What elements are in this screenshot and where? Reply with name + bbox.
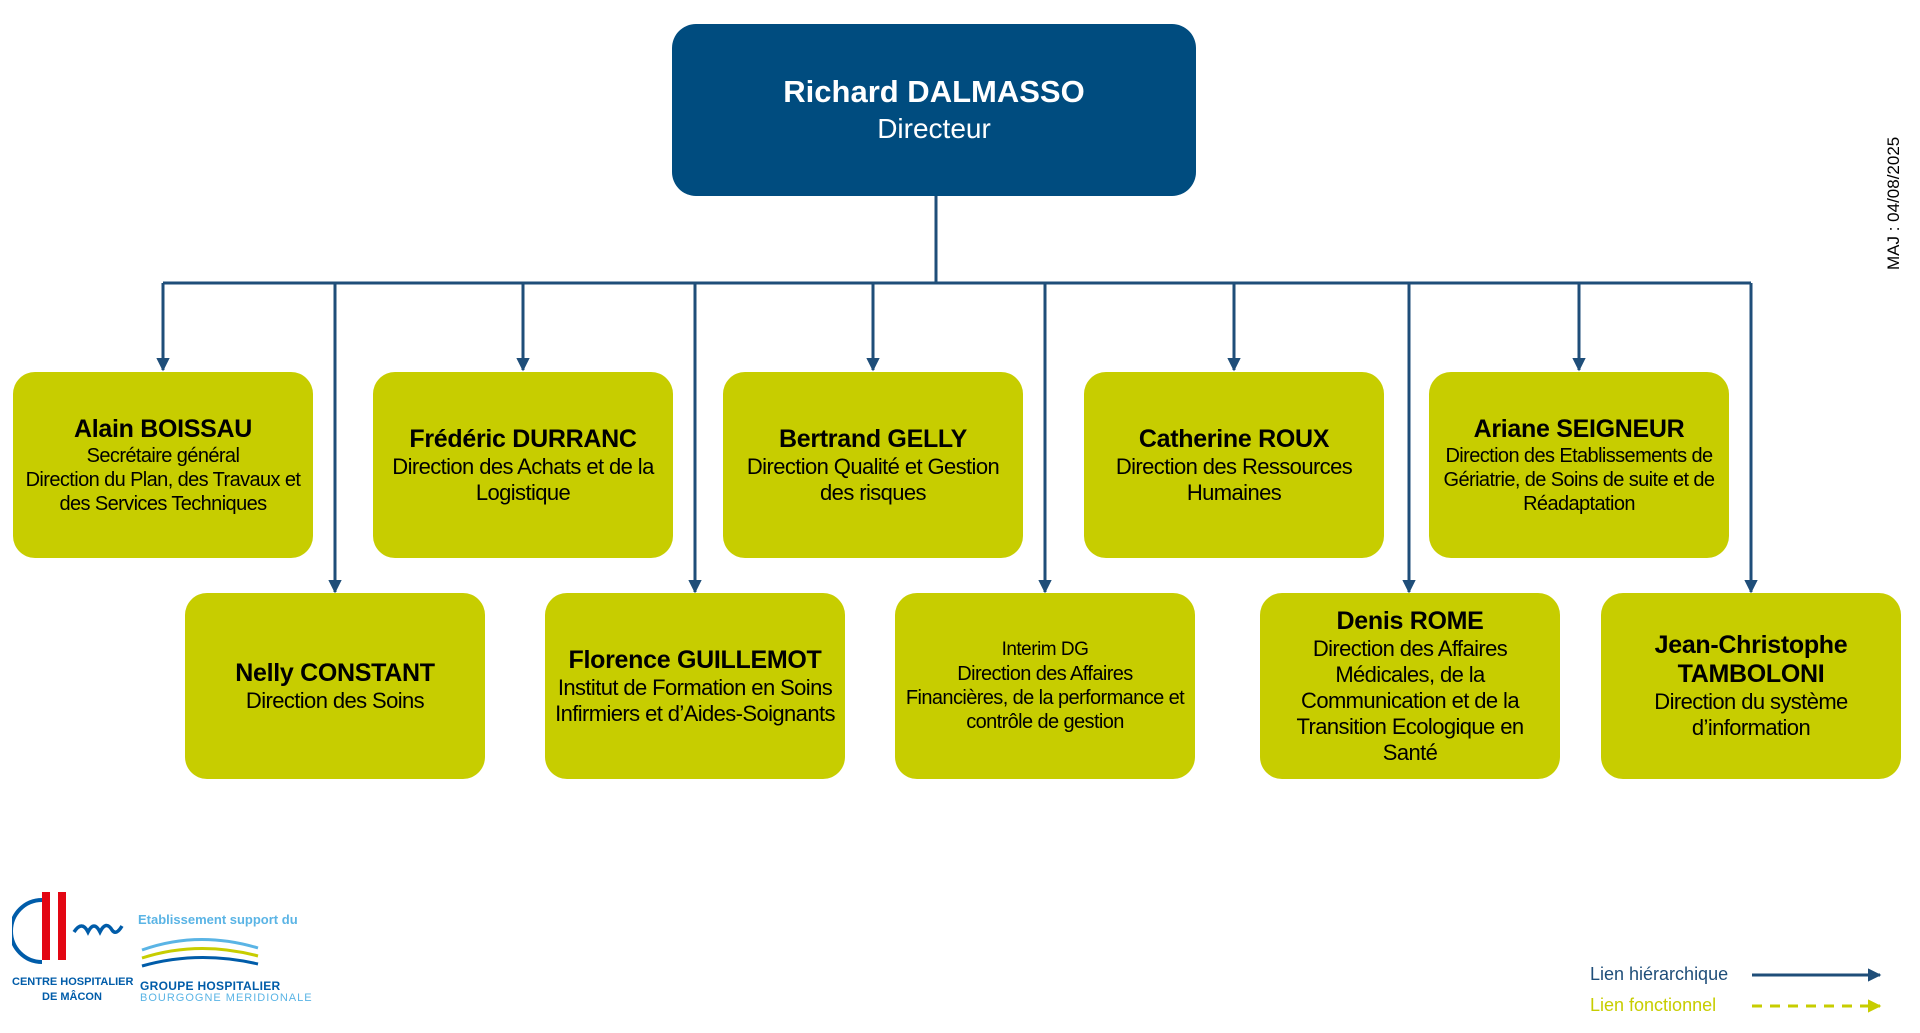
person-name: Catherine ROUX	[1138, 424, 1330, 453]
direction-title: Institut de Formation en Soins Infirmier…	[555, 674, 835, 726]
direction-title: Direction du Plan, des Travaux et des Se…	[25, 468, 301, 515]
direction-title: Direction des Achats et de la Logistique	[392, 453, 654, 505]
director-box: Richard DALMASSO Directeur	[672, 24, 1196, 196]
person-role: Secrétaire général	[86, 444, 240, 467]
legend-hierarchical-label: Lien hiérarchique	[1590, 964, 1729, 984]
person-name: Bertrand GELLY	[779, 424, 967, 453]
direction-title: Direction Qualité et Gestion des risques	[746, 453, 1000, 505]
box-jean-christophe-tamboloni: Jean-Christophe TAMBOLONI Direction du s…	[1601, 593, 1901, 779]
box-florence-guillemot: Florence GUILLEMOT Institut de Formation…	[545, 593, 845, 779]
group-logo-line2: BOURGOGNE MERIDIONALE	[140, 992, 313, 1004]
person-name: Alain BOISSAU	[73, 414, 253, 443]
direction-title: Direction des Ressources Humaines	[1115, 453, 1353, 505]
ch-macon-logo-icon	[12, 892, 124, 964]
person-name: Denis ROME	[1336, 606, 1484, 635]
legend-functional-label: Lien fonctionnel	[1590, 995, 1717, 1015]
direction-title: Direction des Affaires Médicales, de la …	[1296, 635, 1525, 765]
box-catherine-roux: Catherine ROUX Direction des Ressources …	[1084, 372, 1384, 558]
person-name: Jean-Christophe TAMBOLONI	[1654, 631, 1848, 688]
box-denis-rome: Denis ROME Direction des Affaires Médica…	[1260, 593, 1560, 779]
person-name: Florence GUILLEMOT	[568, 645, 822, 674]
ch-logo-line1: CENTRE HOSPITALIER	[12, 976, 134, 988]
direction-title: Direction des Affaires Financières, de l…	[905, 663, 1185, 733]
box-bertrand-gelly: Bertrand GELLY Direction Qualité et Gest…	[723, 372, 1023, 558]
direction-title: Direction des Soins	[245, 687, 425, 713]
person-name: Ariane SEIGNEUR	[1473, 414, 1685, 443]
box-interim-dg: Interim DG Direction des Affaires Financ…	[895, 593, 1195, 779]
group-logo-line1: GROUPE HOSPITALIER	[140, 979, 281, 993]
box-ariane-seigneur: Ariane SEIGNEUR Direction des Etablissem…	[1429, 372, 1729, 558]
ch-logo-line2: DE MÂCON	[42, 991, 102, 1003]
box-frederic-durranc: Frédéric DURRANC Direction des Achats et…	[373, 372, 673, 558]
interim-label: Interim DG	[1001, 639, 1089, 660]
director-title: Directeur	[877, 113, 991, 144]
box-nelly-constant: Nelly CONSTANT Direction des Soins	[185, 593, 485, 779]
groupe-hospitalier-logo-icon	[141, 937, 259, 968]
update-date: MAJ : 04/08/2025	[1884, 136, 1903, 270]
person-name: Nelly CONSTANT	[235, 658, 435, 687]
box-alain-boissau: Alain BOISSAU Secrétaire général Directi…	[13, 372, 313, 558]
person-name: Frédéric DURRANC	[409, 424, 637, 453]
direction-title: Direction du système d’information	[1654, 689, 1848, 740]
support-text: Etablissement support du	[138, 912, 298, 927]
direction-title: Direction des Etablissements de Gériatri…	[1443, 444, 1715, 515]
director-name: Richard DALMASSO	[783, 74, 1085, 109]
